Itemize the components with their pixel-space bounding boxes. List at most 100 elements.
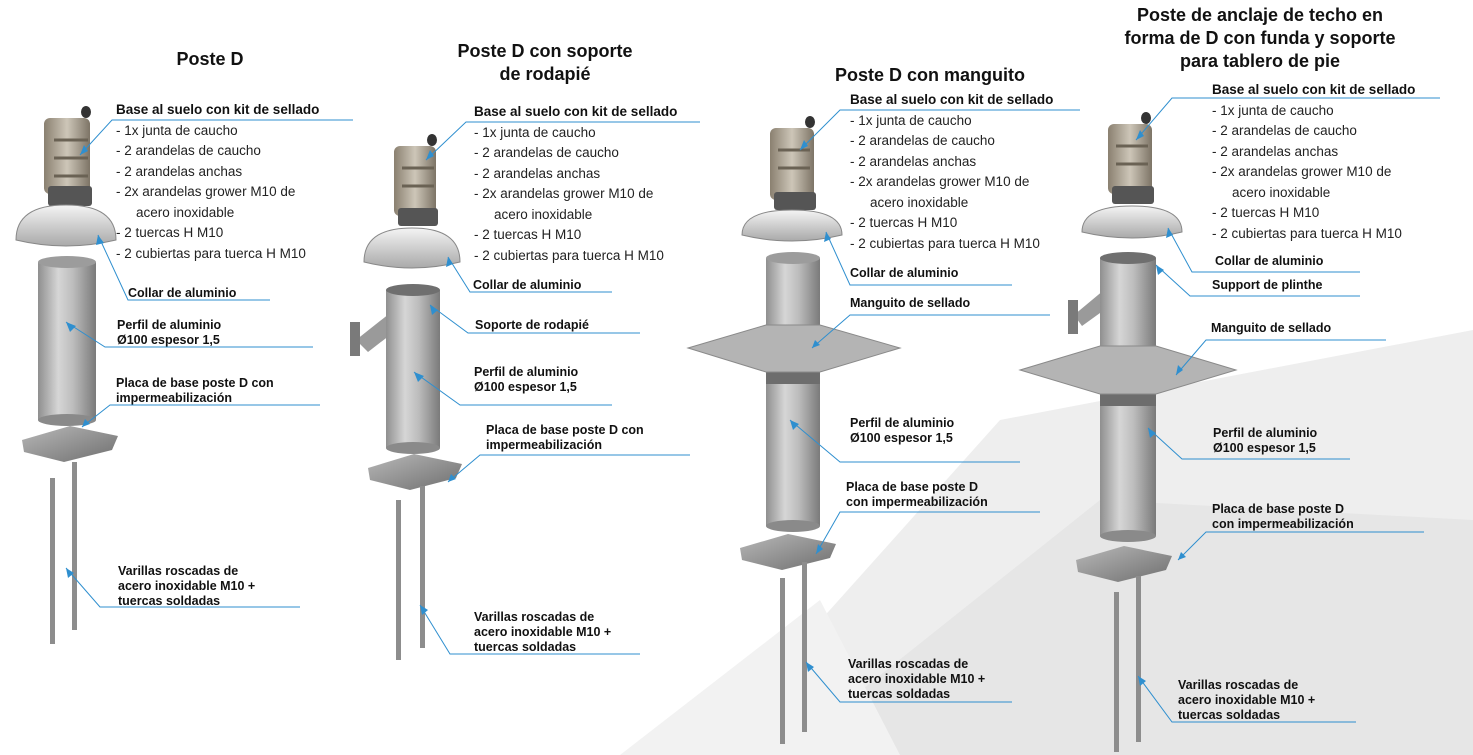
profile-label: Perfil de aluminio Ø100 espesor 1,5 [850, 416, 954, 446]
threaded-rod [802, 562, 807, 732]
plinth-bracket-label: Support de plinthe [1212, 278, 1323, 292]
threaded-rod [50, 478, 55, 644]
floor-base-part [1108, 112, 1154, 204]
kit-item: - 2 arandelas de caucho [850, 133, 995, 148]
post-d-plinth-bracket-assembly [350, 121, 700, 660]
base-plate-label: Placa de base poste D con impermeabiliza… [1212, 502, 1354, 532]
threaded-rod [420, 486, 425, 648]
label-line: Perfil de aluminio [117, 318, 222, 332]
kit-item: - 2 cubiertas para tuerca H M10 [1212, 225, 1402, 241]
label-line: Ø100 espesor 1,5 [1213, 441, 1316, 455]
threaded-rod [72, 462, 77, 630]
base-kit-list: Base al suelo con kit de sellado - 1x ju… [474, 102, 677, 266]
threaded-rod [1114, 592, 1119, 752]
base-plate [1076, 546, 1172, 582]
base-kit-list: Base al suelo con kit de sellado - 1x ju… [1212, 80, 1415, 244]
label-line: Placa de base poste D con [116, 376, 274, 390]
threaded-rods-label: Varillas roscadas de acero inoxidable M1… [1178, 678, 1315, 723]
base-kit-list: Base al suelo con kit de sellado - 1x ju… [116, 100, 319, 264]
kit-item: acero inoxidable [870, 194, 969, 210]
kit-item: - 2 tuercas H M10 [1212, 205, 1320, 220]
kit-item: - 2 arandelas anchas [1212, 143, 1339, 159]
label-line: con impermeabilización [846, 495, 988, 509]
label-line: impermeabilización [486, 438, 603, 452]
label-line: impermeabilización [116, 391, 233, 405]
label-line: acero inoxidable M10 + [848, 672, 986, 686]
title-post-d-plinth: Poste D con soporte de rodapié [420, 40, 670, 86]
aluminium-profile-cylinder [766, 252, 820, 532]
base-plate-label: Placa de base poste D con impermeabiliza… [486, 423, 644, 453]
title-post-d-sleeve: Poste D con manguito [834, 65, 1025, 85]
base-plate [740, 534, 836, 570]
base-kit-list: Base al suelo con kit de sellado - 1x ju… [850, 90, 1053, 254]
collar-label: Collar de aluminio [1215, 254, 1324, 268]
threaded-rod [780, 578, 785, 744]
threaded-rods-label: Varillas roscadas de acero inoxidable M1… [474, 610, 611, 655]
collar-label: Collar de aluminio [473, 278, 582, 292]
floor-base-part [44, 106, 92, 206]
kit-item: - 1x junta de caucho [1212, 102, 1334, 118]
label-line: Placa de base poste D [846, 480, 979, 494]
threaded-rods-label: Varillas roscadas de acero inoxidable M1… [118, 564, 255, 609]
label-line: Perfil de aluminio [1213, 426, 1318, 440]
label-line: tuercas soldadas [474, 640, 577, 654]
title-line: para tablero de pie [1179, 51, 1341, 71]
label-line: acero inoxidable M10 + [474, 625, 612, 639]
sealing-sleeve-label: Manguito de sellado [850, 296, 971, 310]
label-line: Ø100 espesor 1,5 [850, 431, 953, 445]
label-line: Perfil de aluminio [474, 365, 579, 379]
profile-label: Perfil de aluminio Ø100 espesor 1,5 [1213, 426, 1317, 456]
collar-dome [15, 204, 117, 247]
floor-base-part [770, 116, 816, 210]
kit-item: - 2x arandelas grower M10 de [850, 174, 1030, 189]
collar-dome [363, 227, 461, 269]
label-line: tuercas soldadas [848, 687, 951, 701]
base-kit-heading: Base al suelo con kit de sellado [1212, 82, 1416, 97]
floor-base-part [394, 134, 438, 226]
label-line: Varillas roscadas de [118, 564, 239, 578]
aluminium-profile-cylinder [386, 284, 440, 454]
kit-item: - 2 arandelas anchas [474, 165, 601, 181]
kit-item: - 2 tuercas H M10 [116, 225, 224, 240]
title-line: forma de D con funda y soporte [1124, 28, 1396, 48]
kit-item: - 1x junta de caucho [474, 124, 596, 140]
kit-item: - 2x arandelas grower M10 de [116, 184, 296, 199]
threaded-rod [1136, 576, 1141, 742]
kit-item: - 2x arandelas grower M10 de [474, 186, 654, 201]
label-line: acero inoxidable M10 + [1178, 693, 1316, 707]
kit-item: - 2 arandelas de caucho [116, 143, 261, 158]
kit-item: - 2x arandelas grower M10 de [1212, 164, 1392, 179]
label-line: Perfil de aluminio [850, 416, 955, 430]
kit-item: - 2 arandelas de caucho [474, 145, 619, 160]
label-line: Ø100 espesor 1,5 [474, 380, 577, 394]
profile-label: Perfil de aluminio Ø100 espesor 1,5 [474, 365, 578, 395]
label-line: tuercas soldadas [1178, 708, 1281, 722]
kit-item: - 2 cubiertas para tuerca H M10 [850, 235, 1040, 251]
kit-item: - 2 cubiertas para tuerca H M10 [474, 247, 664, 263]
post-d-assembly [15, 106, 353, 644]
kit-item: - 2 arandelas de caucho [1212, 123, 1357, 138]
kit-item: acero inoxidable [494, 206, 593, 222]
label-line: con impermeabilización [1212, 517, 1354, 531]
kit-item: - 2 arandelas anchas [850, 153, 977, 169]
title-post-d: Poste D [176, 49, 244, 69]
base-plate [22, 426, 118, 462]
collar-label: Collar de aluminio [128, 286, 237, 300]
kit-item: - 1x junta de caucho [116, 122, 238, 138]
base-kit-heading: Base al suelo con kit de sellado [116, 102, 320, 117]
aluminium-profile-cylinder [1100, 252, 1156, 542]
base-kit-heading: Base al suelo con kit de sellado [850, 92, 1054, 107]
label-line: Placa de base poste D [1212, 502, 1345, 516]
kit-item: - 2 cubiertas para tuerca H M10 [116, 245, 306, 261]
label-line: Varillas roscadas de [1178, 678, 1299, 692]
sealing-sleeve-label: Manguito de sellado [1211, 321, 1332, 335]
post-d-sleeve-assembly [686, 109, 1080, 744]
kit-item: acero inoxidable [1232, 184, 1331, 200]
base-plate [368, 454, 462, 490]
base-plate-label: Placa de base poste D con impermeabiliza… [846, 480, 988, 510]
threaded-rod [396, 500, 401, 660]
label-line: Ø100 espesor 1,5 [117, 333, 220, 347]
kit-item: - 2 arandelas anchas [116, 163, 243, 179]
base-kit-heading: Base al suelo con kit de sellado [474, 104, 678, 119]
title-roof-anchor-post: Poste de anclaje de techo en forma de D … [1080, 4, 1440, 73]
